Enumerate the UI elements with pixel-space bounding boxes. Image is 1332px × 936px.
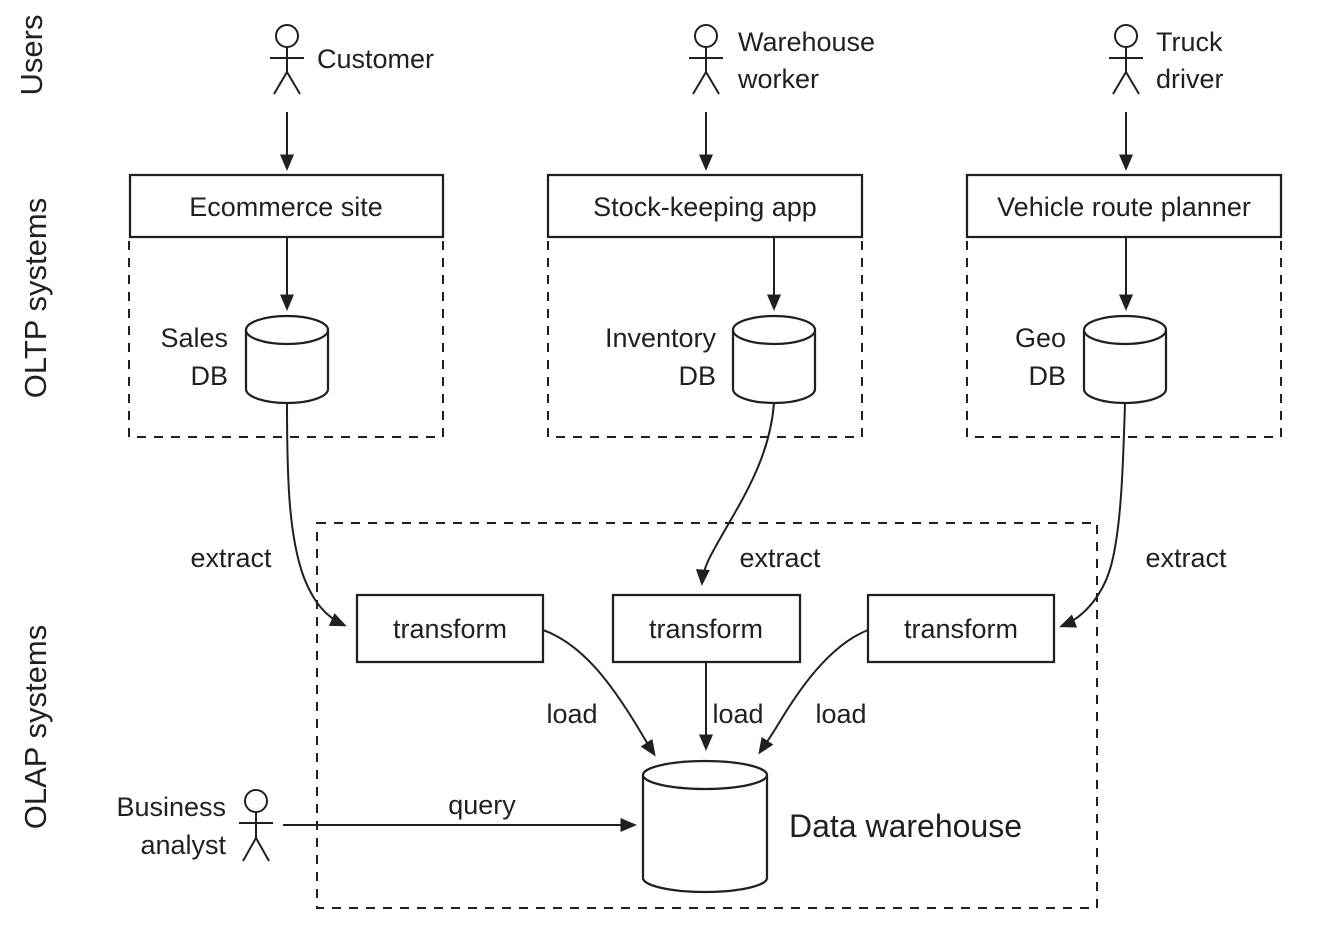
warehouse-worker-stick-figure-icon bbox=[689, 24, 723, 95]
warehouse-worker-label-line1: Warehouse bbox=[738, 27, 875, 57]
load-label-3: load bbox=[815, 699, 866, 729]
load-label-1: load bbox=[546, 699, 597, 729]
business-analyst-stick-figure-icon bbox=[239, 789, 273, 862]
data-warehouse-label: Data warehouse bbox=[789, 808, 1022, 844]
data-warehouse-cylinder bbox=[641, 759, 769, 894]
inventory-db-label-line1: Inventory bbox=[605, 323, 717, 353]
stock-keeping-app-box bbox=[546, 173, 864, 239]
ecommerce-site-box bbox=[128, 173, 445, 239]
section-label-oltp-systems: OLTP systems bbox=[18, 198, 53, 398]
customer-stick-figure-icon bbox=[270, 24, 304, 95]
ecommerce-site-label: Ecommerce site bbox=[189, 192, 383, 222]
extract-curve-geo-to-transform3 bbox=[1059, 402, 1126, 628]
transform-label-3: transform bbox=[904, 614, 1018, 644]
extract-label-1: extract bbox=[190, 543, 272, 573]
section-label-users: Users bbox=[14, 15, 49, 96]
truck-driver-stick-figure-icon bbox=[1109, 24, 1143, 95]
geo-db-label-line1: Geo bbox=[1015, 323, 1066, 353]
vehicle-route-planner-box bbox=[965, 173, 1283, 239]
transform-box-2 bbox=[611, 593, 802, 664]
section-label-olap-systems: OLAP systems bbox=[18, 625, 53, 829]
extract-label-3: extract bbox=[1145, 543, 1227, 573]
extract-curve-inventory-to-transform2 bbox=[695, 402, 775, 586]
vehicle-route-planner-label: Vehicle route planner bbox=[997, 192, 1251, 222]
inventory-db-label-line2: DB bbox=[678, 361, 716, 391]
extract-label-2: extract bbox=[739, 543, 821, 573]
truck-driver-label-line1: Truck bbox=[1156, 27, 1223, 57]
business-analyst-label-line2: analyst bbox=[140, 830, 226, 860]
load-curve-transform3-to-warehouse bbox=[758, 629, 869, 755]
load-curve-transform1-to-warehouse bbox=[542, 629, 656, 757]
transform-label-1: transform bbox=[393, 614, 507, 644]
extract-curve-sales-to-transform1 bbox=[286, 402, 347, 627]
transform-box-3 bbox=[866, 593, 1056, 664]
inventory-db-cylinder bbox=[731, 314, 817, 405]
sales-db-label-line2: DB bbox=[190, 361, 228, 391]
customer-label: Customer bbox=[317, 44, 434, 74]
transform-box-1 bbox=[355, 593, 545, 664]
sales-db-label-line1: Sales bbox=[160, 323, 228, 353]
load-label-2: load bbox=[712, 699, 763, 729]
geo-db-label-line2: DB bbox=[1028, 361, 1066, 391]
warehouse-worker-label-line2: worker bbox=[737, 64, 819, 94]
business-analyst-label-line1: Business bbox=[116, 792, 226, 822]
transform-label-2: transform bbox=[649, 614, 763, 644]
sales-db-cylinder bbox=[244, 314, 330, 405]
query-label: query bbox=[448, 790, 516, 820]
geo-db-cylinder bbox=[1082, 314, 1168, 405]
truck-driver-label-line2: driver bbox=[1156, 64, 1224, 94]
stock-keeping-app-label: Stock-keeping app bbox=[593, 192, 817, 222]
olap-boundary bbox=[316, 522, 1098, 909]
